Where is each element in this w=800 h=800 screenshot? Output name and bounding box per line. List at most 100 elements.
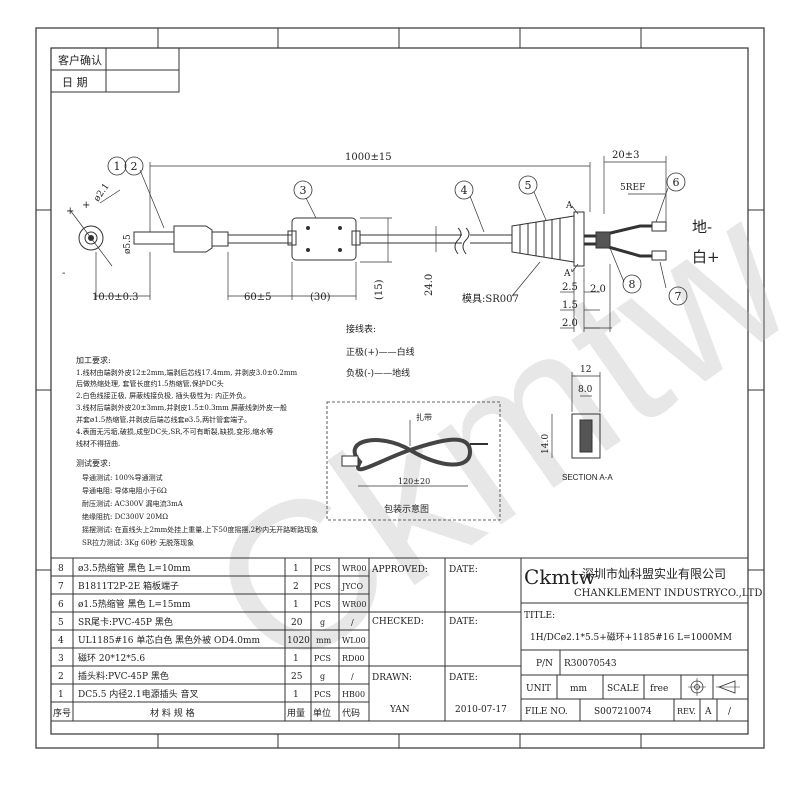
wiring-positive: 正极(+)——白线 bbox=[346, 346, 415, 358]
balloon-1-label: 1 bbox=[114, 160, 121, 173]
bom-header-qty: 用量 bbox=[287, 708, 305, 719]
company-logo: Ckmtw bbox=[524, 565, 596, 589]
tests-line: 摇摆测试: 在直线头上2mm处挂上重量,上下50度摇摆,2秒内无开路断路现象 bbox=[82, 525, 318, 534]
bom-qty: 25 bbox=[291, 672, 303, 682]
notes-line: 3.线材后端剥外皮20±3mm,并剥皮1.5±0.3mm 屏蔽线剥外皮一般 bbox=[76, 403, 287, 412]
bom-table bbox=[50, 557, 370, 722]
checked-label: CHECKED: bbox=[372, 617, 424, 627]
approved-label: APPROVED: bbox=[371, 565, 428, 575]
drawn-label: DRAWN: bbox=[372, 673, 412, 683]
terminal-top bbox=[651, 221, 667, 232]
bom-row: 2 插头料:PVC-45P 黑色 25 g / bbox=[58, 670, 354, 682]
bom-unit: mm bbox=[316, 636, 332, 645]
pn-label: P/N bbox=[536, 659, 553, 669]
packing-dim: 120±20 bbox=[398, 477, 430, 486]
bom-qty: 2 bbox=[293, 582, 299, 592]
balloon-4 bbox=[454, 180, 474, 200]
balloon-7-label: 7 bbox=[675, 290, 682, 303]
bom-spec: B1811T2P-2E 箱板端子 bbox=[78, 580, 179, 592]
bom-no: 1 bbox=[58, 690, 64, 700]
bom-spec: ø1.5热缩管 黑色 L=15mm bbox=[78, 598, 191, 610]
file-label: FILE NO. bbox=[525, 707, 568, 717]
date-label: 日 期 bbox=[62, 76, 88, 89]
plug-end-view bbox=[78, 225, 104, 251]
dim-plus-2: + bbox=[82, 200, 90, 211]
cable-drawing bbox=[69, 189, 667, 267]
notes-line: 线材不得扭曲. bbox=[76, 439, 120, 448]
bom-qty: 1 bbox=[293, 654, 299, 664]
dim-plus: + bbox=[66, 206, 74, 217]
section-width-12: 12 bbox=[580, 365, 591, 375]
section-label: SECTION A-A bbox=[562, 473, 613, 482]
bom-unit: g bbox=[320, 618, 325, 627]
balloons bbox=[107, 156, 688, 306]
title-block-text: APPROVED: DATE: CHECKED: DATE: DRAWN: DA… bbox=[371, 565, 762, 717]
drawn-date: 2010-07-17 bbox=[455, 705, 507, 715]
section-a-a: 12 8.0 14.0 SECTION A-A bbox=[541, 365, 613, 482]
ferrite-core bbox=[291, 217, 357, 261]
bom-no: 5 bbox=[58, 618, 64, 628]
bom-unit: PCS bbox=[314, 582, 331, 591]
bom-rows: 8 ø3.5热缩管 黑色 L=10mm 1 PCS WR00 7 B1811T2… bbox=[53, 562, 366, 719]
balloon-8 bbox=[622, 274, 642, 294]
bom-header: 序号 材 料 规 格 用量 单位 代码 bbox=[53, 707, 360, 719]
dim-30: (30) bbox=[310, 292, 331, 303]
notes-line: 1.线材由端剥外皮12±2mm,端剥后芯线17.4mm, 并剥皮3.0±0.2m… bbox=[76, 368, 297, 377]
bom-qty: 1 bbox=[293, 690, 299, 700]
dc-plug-tip bbox=[133, 231, 175, 245]
balloon-6-label: 6 bbox=[673, 176, 680, 189]
dim-minus: - bbox=[62, 268, 65, 279]
bom-spec: 磁环 20*12*5.6 bbox=[78, 652, 145, 664]
tests-line: SR拉力测试: 3Kg 60秒 无脱落现象 bbox=[82, 538, 194, 547]
bom-spec: 插头料:PVC-45P 黑色 bbox=[78, 670, 169, 682]
bom-row: 8 ø3.5热缩管 黑色 L=10mm 1 PCS WR00 bbox=[58, 562, 366, 574]
unit-value: mm bbox=[570, 684, 588, 694]
bom-no: 4 bbox=[58, 636, 64, 646]
section-mark-a2: A' bbox=[563, 269, 573, 279]
rev-label: REV. bbox=[677, 707, 696, 716]
dim-10: 10.0±0.3 bbox=[92, 292, 139, 303]
notes-line: 2.白色线接正极, 屏蔽线接负极, 插头极性为: 内正外负。 bbox=[76, 391, 250, 400]
dim-15: (15) bbox=[374, 279, 385, 300]
bom-code: HB00 bbox=[342, 690, 365, 699]
dim-dia-21: ø2.1 bbox=[92, 182, 112, 204]
bom-row: 4 UL1185#16 单芯白色 黑色外被 OD4.0mm 1020 mm WL… bbox=[58, 634, 366, 646]
balloon-2-label: 2 bbox=[131, 160, 138, 173]
title-value: 1H/DCø2.1*5.5+磁环+1185#16 L=1000MM bbox=[530, 631, 732, 643]
bom-header-code: 代码 bbox=[342, 708, 360, 719]
notes-title: 加工要求: bbox=[76, 355, 111, 365]
dim-total-length: 1000±15 bbox=[345, 152, 392, 163]
bom-header-spec: 材 料 规 格 bbox=[150, 707, 195, 719]
tests-line: 导通电阻: 导体电阻小于6Ω bbox=[82, 486, 167, 495]
packing-tie-label: 扎带 bbox=[416, 412, 432, 422]
section-width-8: 8.0 bbox=[578, 385, 593, 395]
bom-no: 8 bbox=[58, 564, 64, 574]
dim-15b: 1.5 bbox=[562, 300, 578, 311]
dim-5ref: 5REF bbox=[620, 183, 645, 193]
title-block bbox=[368, 557, 749, 722]
bom-unit: PCS bbox=[314, 564, 331, 573]
pn-value: R30070543 bbox=[564, 659, 617, 669]
unit-label: UNIT bbox=[526, 684, 551, 694]
dim-24: 24.0 bbox=[424, 274, 435, 296]
dim-tail-length: 20±3 bbox=[612, 150, 639, 161]
bom-row: 6 ø1.5热缩管 黑色 L=15mm 1 PCS WR00 bbox=[58, 598, 366, 610]
processing-notes: 加工要求: 1.线材由端剥外皮12±2mm,端剥后芯线17.4mm, 并剥皮3.… bbox=[76, 355, 297, 448]
zone-ticks bbox=[36, 28, 764, 748]
bom-unit: PCS bbox=[314, 690, 331, 699]
bom-spec: ø3.5热缩管 黑色 L=10mm bbox=[78, 562, 191, 574]
bom-no: 2 bbox=[58, 672, 64, 682]
mold-label: 模具:SR007 bbox=[462, 293, 519, 305]
dim-dia-55: ø5.5 bbox=[123, 234, 133, 254]
dimension-lines bbox=[95, 156, 669, 332]
section-mark-a: A bbox=[565, 201, 573, 211]
customer-confirm-box: 客户确认 日 期 bbox=[50, 47, 180, 93]
packing-caption: 包装示意图 bbox=[384, 503, 429, 515]
tests-line: 绝缘阻抗: DC300V 20MΩ bbox=[82, 512, 168, 521]
balloon-2 bbox=[124, 156, 144, 176]
outer-border bbox=[35, 27, 765, 749]
notes-line: 4.表面无污垢,破损,成型DC头,SR,不可有断裂,缺损,变形,缩水等 bbox=[76, 427, 273, 436]
scale-label: SCALE bbox=[607, 684, 639, 694]
bom-unit: PCS bbox=[314, 654, 331, 663]
